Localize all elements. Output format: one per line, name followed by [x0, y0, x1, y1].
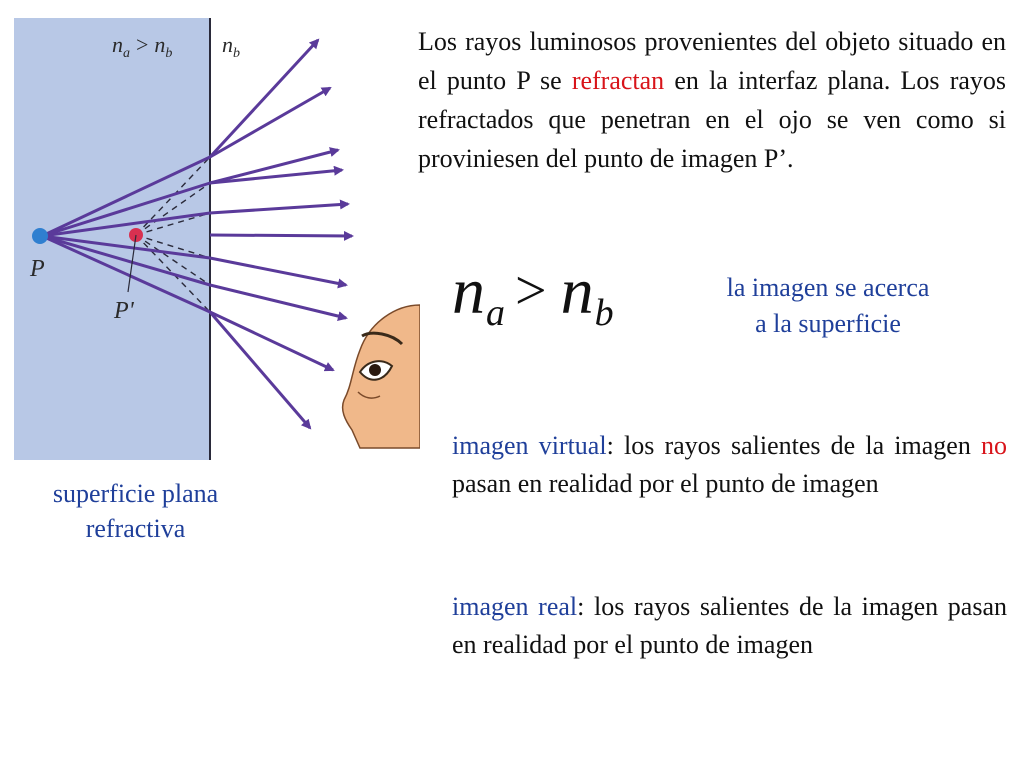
virtual-image-paragraph: imagen virtual: los rayos salientes de l…	[452, 427, 1007, 503]
figure-caption: superficie plana refractiva	[8, 476, 263, 546]
real-image-term: imagen real	[452, 592, 578, 621]
real-image-paragraph: imagen real: los rayos salientes de la i…	[452, 588, 1007, 664]
formula-sub-a: a	[486, 292, 505, 334]
object-point-p	[32, 228, 48, 244]
real-text: : los rayos salientes de la imagen pasan…	[452, 592, 1007, 659]
refracted-rays	[208, 38, 354, 430]
formula-sub-b: b	[594, 292, 614, 334]
explanation-text-start: Los rayos luminosos provenientes del obj…	[418, 27, 1006, 95]
virtual-image-term: imagen virtual	[452, 431, 607, 460]
header-na-gt-nb: na>nb	[112, 32, 172, 61]
formula-n-a: n	[452, 255, 485, 328]
virtual-extension-lines	[135, 156, 211, 313]
header-nb: nb	[222, 32, 240, 61]
index-inequality-formula: na>nb	[452, 254, 662, 354]
caption-line-1: superficie plana	[52, 479, 219, 508]
refraction-diagram: na>nb nb P P'	[14, 18, 420, 460]
note-line-1: la imagen se acerca	[726, 273, 930, 302]
label-p: P	[29, 256, 45, 282]
formula-greater-than: >	[515, 260, 547, 322]
virtual-no-highlight: no	[981, 431, 1007, 460]
label-p-prime: P'	[113, 298, 135, 324]
image-approaches-note: la imagen se acerca a la superficie	[688, 270, 968, 342]
p-prime-leader-line	[127, 234, 137, 293]
refractan-highlight: refractan	[571, 66, 665, 95]
note-line-2: a la superficie	[755, 309, 901, 338]
incident-rays	[41, 155, 211, 314]
explanation-text-end: en la interfaz plana. Los rayos refracta…	[418, 66, 1007, 173]
explanation-paragraph: Los rayos luminosos provenientes del obj…	[418, 22, 1006, 178]
observer-eye-icon	[341, 304, 420, 449]
virtual-text-1: : los rayos salientes de la imagen	[606, 431, 981, 460]
caption-line-2: refractiva	[85, 514, 186, 543]
virtual-text-2: pasan en realidad por el punto de imagen	[452, 469, 879, 498]
formula-n-b: n	[560, 255, 594, 328]
